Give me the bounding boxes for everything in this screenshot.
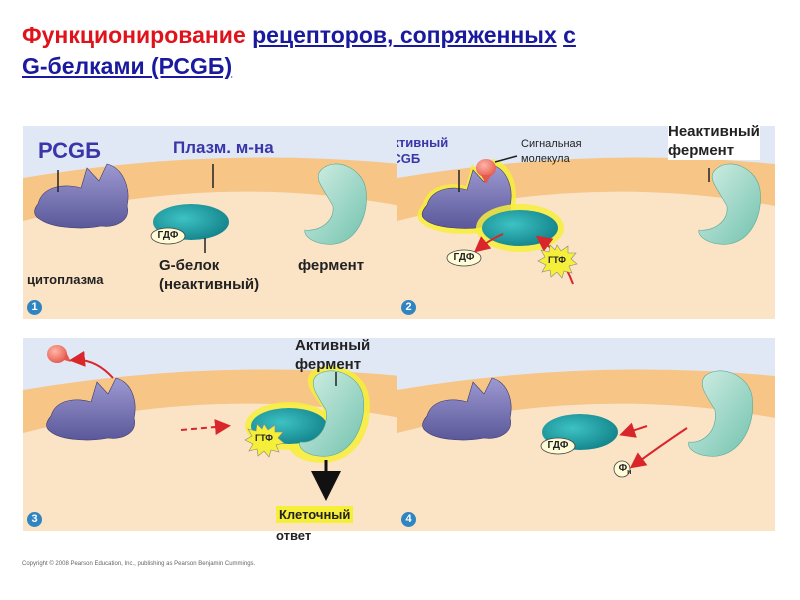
panel-3-drawing — [23, 345, 401, 531]
cell-response-label: Клеточный — [276, 506, 354, 523]
gtp-starburst — [537, 244, 578, 279]
gdp-label: ГДФ — [157, 230, 179, 241]
active-receptor-label-line-2: РСGБ — [397, 151, 421, 166]
receptor-label: РСGБ — [38, 138, 101, 163]
receptor-shape — [46, 377, 136, 441]
gdp-oval — [540, 437, 576, 455]
signal-molecule — [47, 345, 67, 363]
gdp-oval — [150, 227, 186, 245]
cytoplasm-label: цитоплазма — [27, 272, 104, 287]
phosphate-release-arrow — [629, 427, 688, 469]
phosphate-label: Фн — [615, 463, 635, 476]
panel-4: ГДФ Фн 4 — [397, 338, 775, 531]
signal-molecule-label-line-2: молекула — [521, 153, 570, 165]
title-link-receptors[interactable]: рецепторов, сопряженных — [252, 22, 557, 48]
enzyme-label: фермент — [298, 257, 365, 274]
inactive-enzyme-label-line-1: Неактивный — [668, 123, 760, 140]
active-enzyme-shape — [299, 370, 365, 457]
active-enzyme-label-line-1: Активный — [295, 338, 371, 354]
title-part-1: Функционирование — [22, 22, 253, 48]
active-receptor-label: Активный РСGБ — [397, 135, 448, 167]
panel-4-drawing — [397, 369, 775, 531]
cell-response-label-line-1: Клеточный — [279, 507, 351, 522]
panel-1: РСGБ Плазм. м-на ГДФ G-белок (неактивный… — [23, 126, 401, 319]
receptor-shape — [422, 377, 512, 441]
signal-molecule-label: Сигнальная молекула — [521, 137, 582, 167]
panel-1-drawing — [23, 157, 401, 319]
step-number-badge: 1 — [27, 300, 42, 315]
g-protein-label-line-2: (неактивный) — [159, 276, 260, 293]
gdp-oval — [446, 249, 482, 267]
enzyme-shape — [688, 370, 754, 457]
gtp-label: ГТФ — [548, 255, 566, 265]
g-protein-label: G-белок (неактивный) — [159, 256, 259, 294]
signal-molecule-tail — [481, 175, 491, 184]
title-link-with[interactable]: с — [563, 22, 576, 48]
step-number-badge: 4 — [401, 512, 416, 527]
gdp-label: ГДФ — [453, 252, 475, 263]
step-number-badge: 2 — [401, 300, 416, 315]
g-protein-label-line-1: G-белок — [159, 257, 220, 274]
signal-pointer-line — [494, 155, 518, 163]
signal-molecule-label-line-1: Сигнальная — [521, 138, 582, 150]
signal-release-arrow — [69, 350, 114, 379]
inactive-enzyme-label-line-2: фермент — [668, 142, 735, 159]
page-title: Функционирование рецепторов, сопряженных… — [22, 20, 792, 82]
panel-2-drawing — [397, 155, 775, 319]
movement-arrow — [180, 419, 231, 436]
panel-2: Активный РСGБ Сигнальная молекула ГДФ ГТ… — [397, 126, 775, 319]
inactive-enzyme-label: Неактивный фермент — [668, 122, 760, 160]
phosphate-subscript: н — [627, 469, 632, 476]
active-receptor-label-line-1: Активный — [397, 135, 449, 150]
gtp-label: ГТФ — [255, 433, 273, 443]
membrane-label: Плазм. м-на — [173, 138, 274, 157]
active-enzyme-label-line-2: фермент — [295, 356, 362, 373]
gtp-hydrolysis-arrow — [619, 422, 648, 438]
signal-molecule — [476, 159, 496, 177]
gtp-starburst — [244, 423, 285, 458]
g-protein-shape — [482, 210, 558, 246]
gdp-label: ГДФ — [547, 440, 569, 451]
copyright-text: Copyright © 2008 Pearson Education, Inc.… — [22, 561, 256, 567]
enzyme-shape — [304, 163, 367, 245]
gdp-release-arrow — [473, 233, 504, 253]
receptor-shape — [34, 163, 129, 229]
panel-3: Активный фермент ГТФ Клеточный 3 — [23, 338, 401, 531]
phosphate-symbol: Ф — [618, 463, 628, 474]
phosphate-circle — [613, 460, 631, 478]
enzyme-shape — [698, 163, 761, 245]
title-line-2[interactable]: G-белками (РСGБ) — [22, 53, 233, 79]
cell-response-label-line-2: ответ — [276, 528, 312, 543]
step-number-badge: 3 — [27, 512, 42, 527]
active-enzyme-label: Активный фермент — [295, 338, 370, 374]
